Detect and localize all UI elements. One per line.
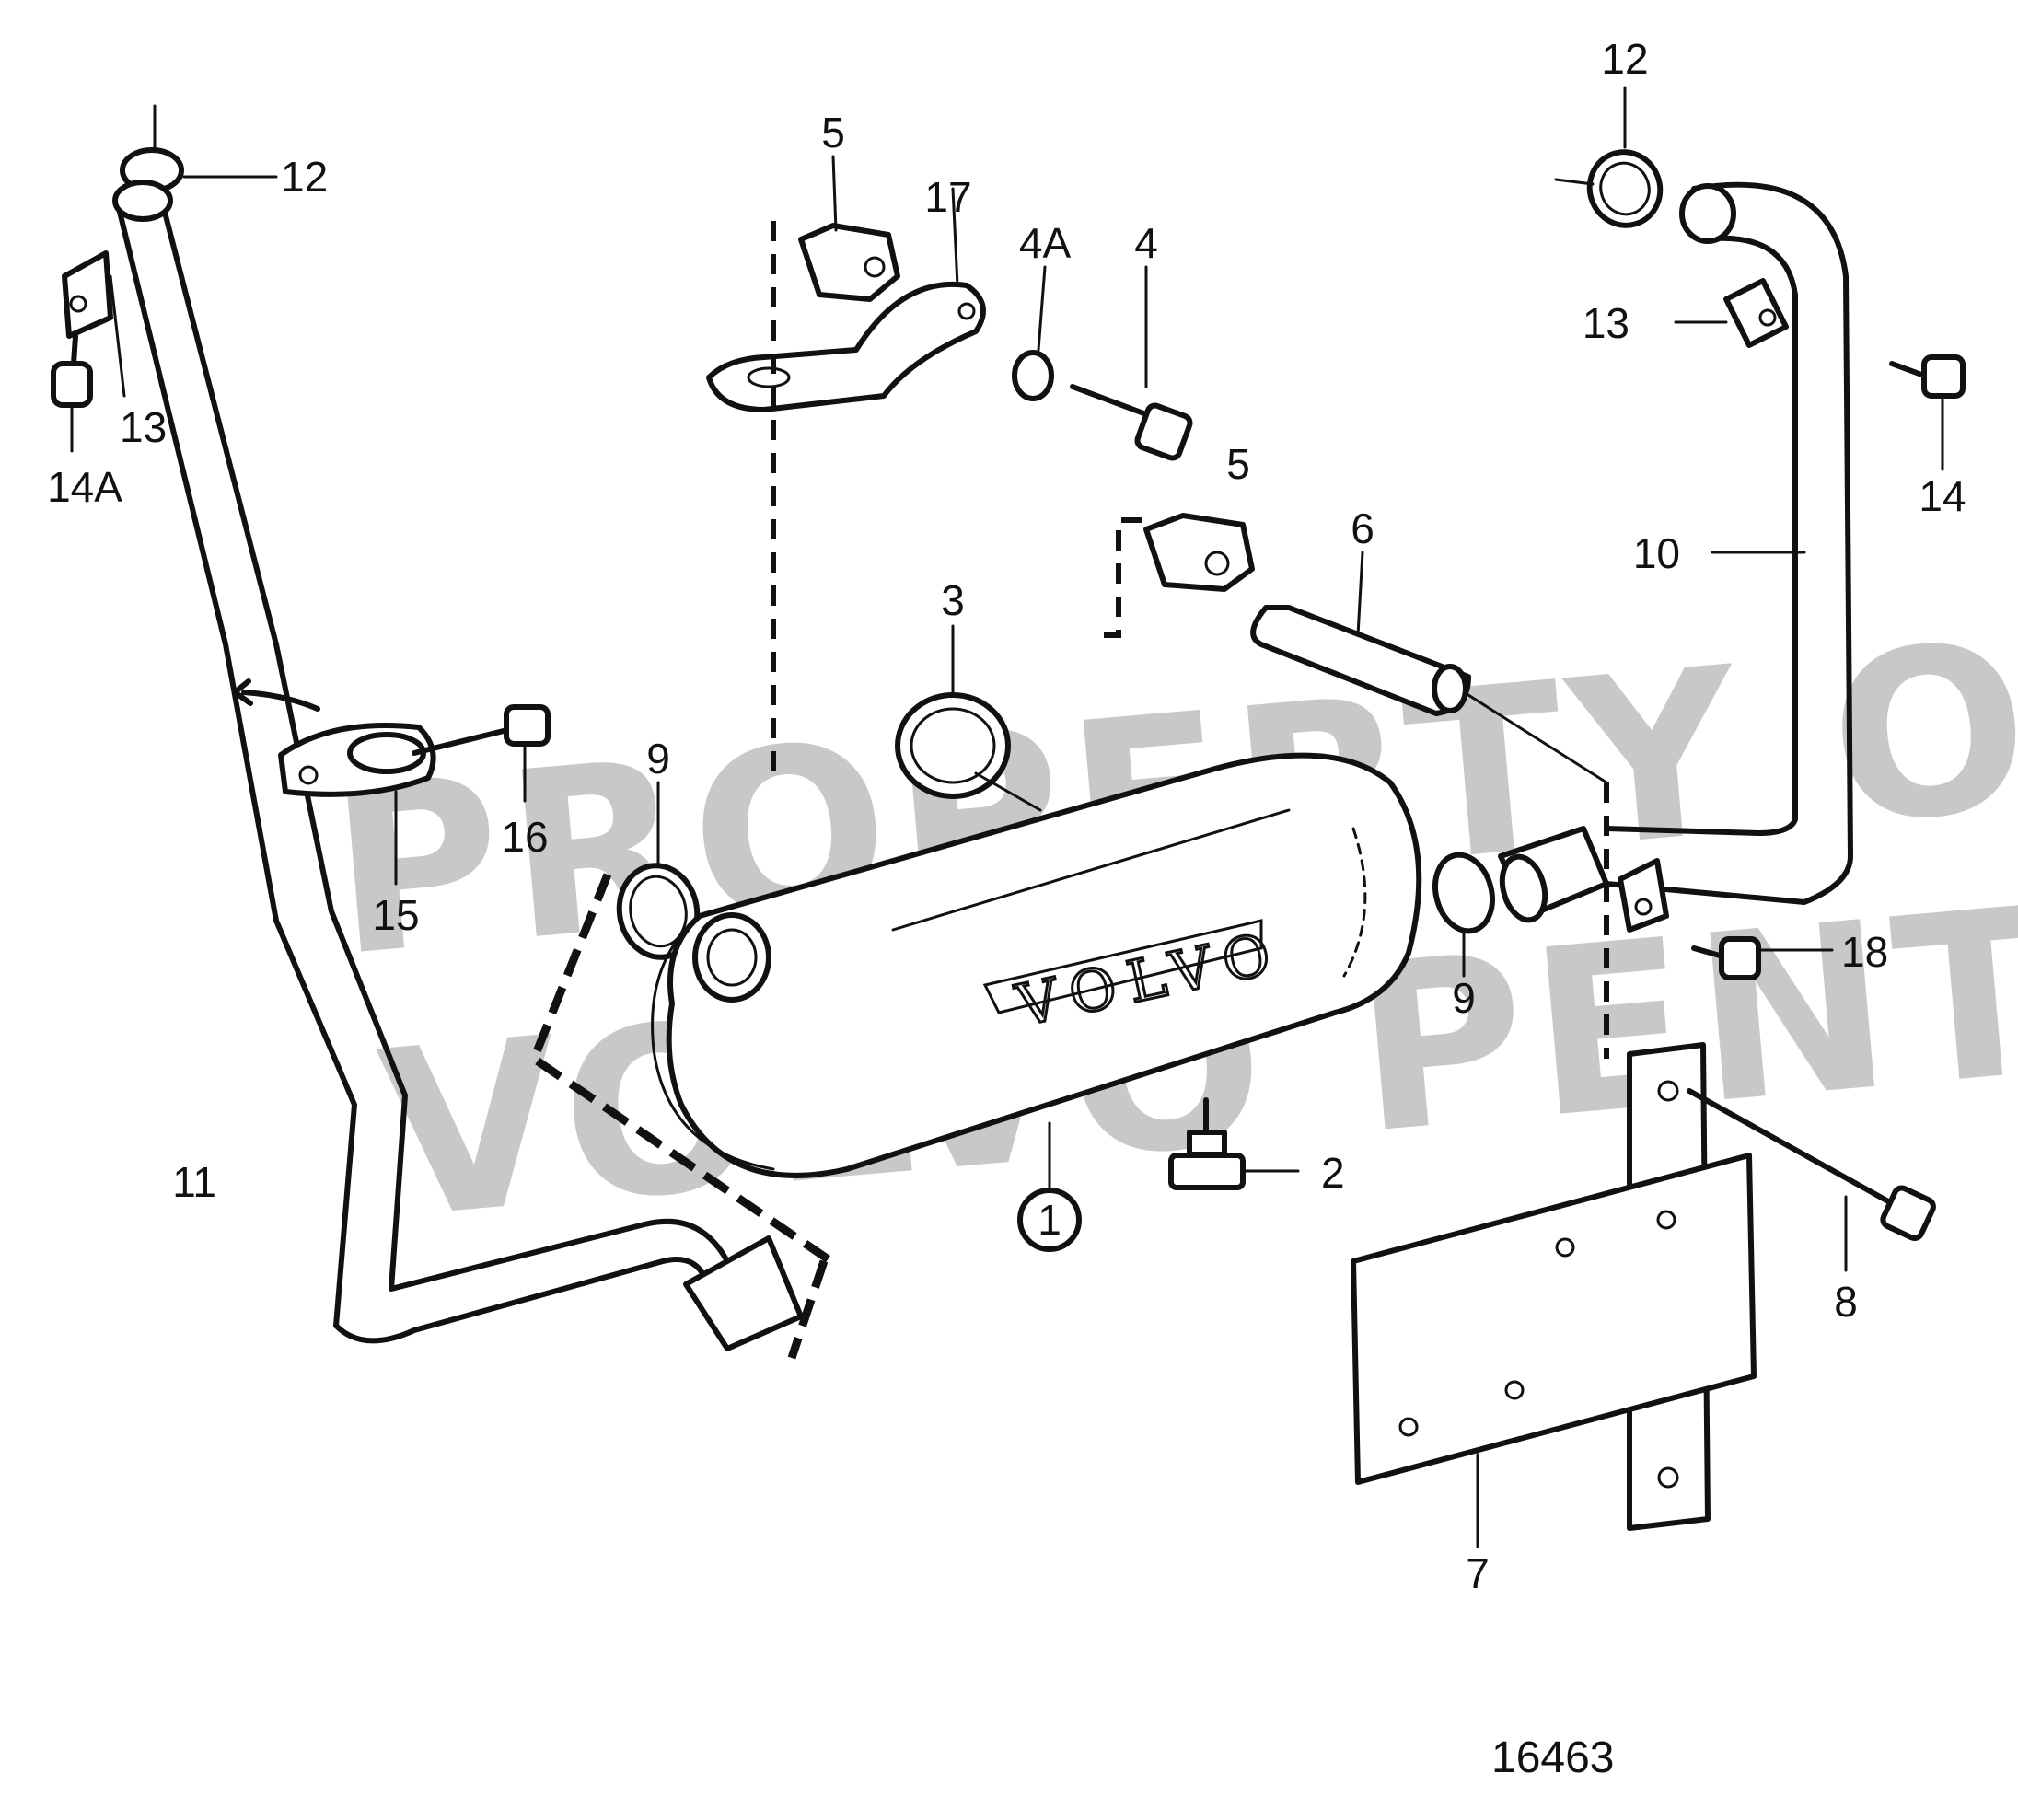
part-10-right-pipe <box>1604 181 1853 905</box>
part-5-top-rubber-block <box>771 155 900 773</box>
callout-9-left: 9 <box>646 735 670 782</box>
part-13-right-clip <box>1674 278 1789 348</box>
callout-5-middle: 5 <box>1226 440 1250 488</box>
part-1-main-tank: VOLVO <box>651 752 1422 1252</box>
part-14-right-bolt <box>1889 354 1966 471</box>
callout-labels: 1 2 3 4 4A 5 5 6 7 8 9 9 10 11 12 12 13 … <box>47 35 1966 1597</box>
callout-16: 16 <box>501 813 548 861</box>
callout-14: 14 <box>1919 472 1966 520</box>
callout-1-circle <box>1017 1188 1082 1252</box>
drawing-number: 16463 <box>1491 1733 1614 1782</box>
callout-8: 8 <box>1834 1278 1858 1326</box>
callout-1: 1 <box>1038 1196 1061 1244</box>
part-8-long-bolt <box>1687 1088 1936 1272</box>
callout-5-top: 5 <box>821 109 845 156</box>
callout-6: 6 <box>1351 504 1374 552</box>
callout-7: 7 <box>1466 1549 1490 1597</box>
part-4-bolt <box>1070 265 1193 461</box>
callout-14a: 14A <box>47 463 122 511</box>
part-2-drain-plug <box>1168 1097 1300 1190</box>
part-13-left-clip <box>62 250 126 398</box>
callout-2: 2 <box>1321 1149 1345 1197</box>
callout-17: 17 <box>924 173 971 221</box>
part-12-right-collar <box>1554 86 1664 228</box>
part-12-left-collar <box>112 104 278 222</box>
part-16-screw <box>412 704 551 803</box>
callout-15: 15 <box>372 891 419 939</box>
part-7-mounting-plate <box>1351 782 1757 1548</box>
callout-13-left: 13 <box>120 403 167 451</box>
part-5-middle-rubber-block <box>1100 513 1255 638</box>
part-18-clamp-bolt <box>1618 858 1834 980</box>
callout-10: 10 <box>1633 529 1680 577</box>
part-15-clamp <box>232 678 436 886</box>
part-9-right-oring <box>1432 852 1495 978</box>
callout-13-right: 13 <box>1583 299 1629 347</box>
callout-9-right: 9 <box>1452 974 1476 1022</box>
callout-11: 11 <box>172 1158 216 1206</box>
part-3-gasket-ring <box>895 624 1042 812</box>
pipe-fitting-right <box>1498 826 1609 923</box>
callout-12-right: 12 <box>1601 35 1648 83</box>
callout-4a: 4A <box>1019 219 1072 267</box>
part-6-spacer-tube <box>1250 551 1608 784</box>
callout-3: 3 <box>941 576 965 624</box>
part-4a-washer <box>1012 265 1054 401</box>
part-14a-left-bolt <box>51 333 93 453</box>
callout-18: 18 <box>1841 928 1888 976</box>
part-17-bracket <box>706 187 986 412</box>
callout-4: 4 <box>1134 219 1158 267</box>
pipe-11-end-fitting <box>683 1235 804 1351</box>
part-11-left-pipe <box>117 195 829 1360</box>
callout-12-left: 12 <box>281 153 328 201</box>
